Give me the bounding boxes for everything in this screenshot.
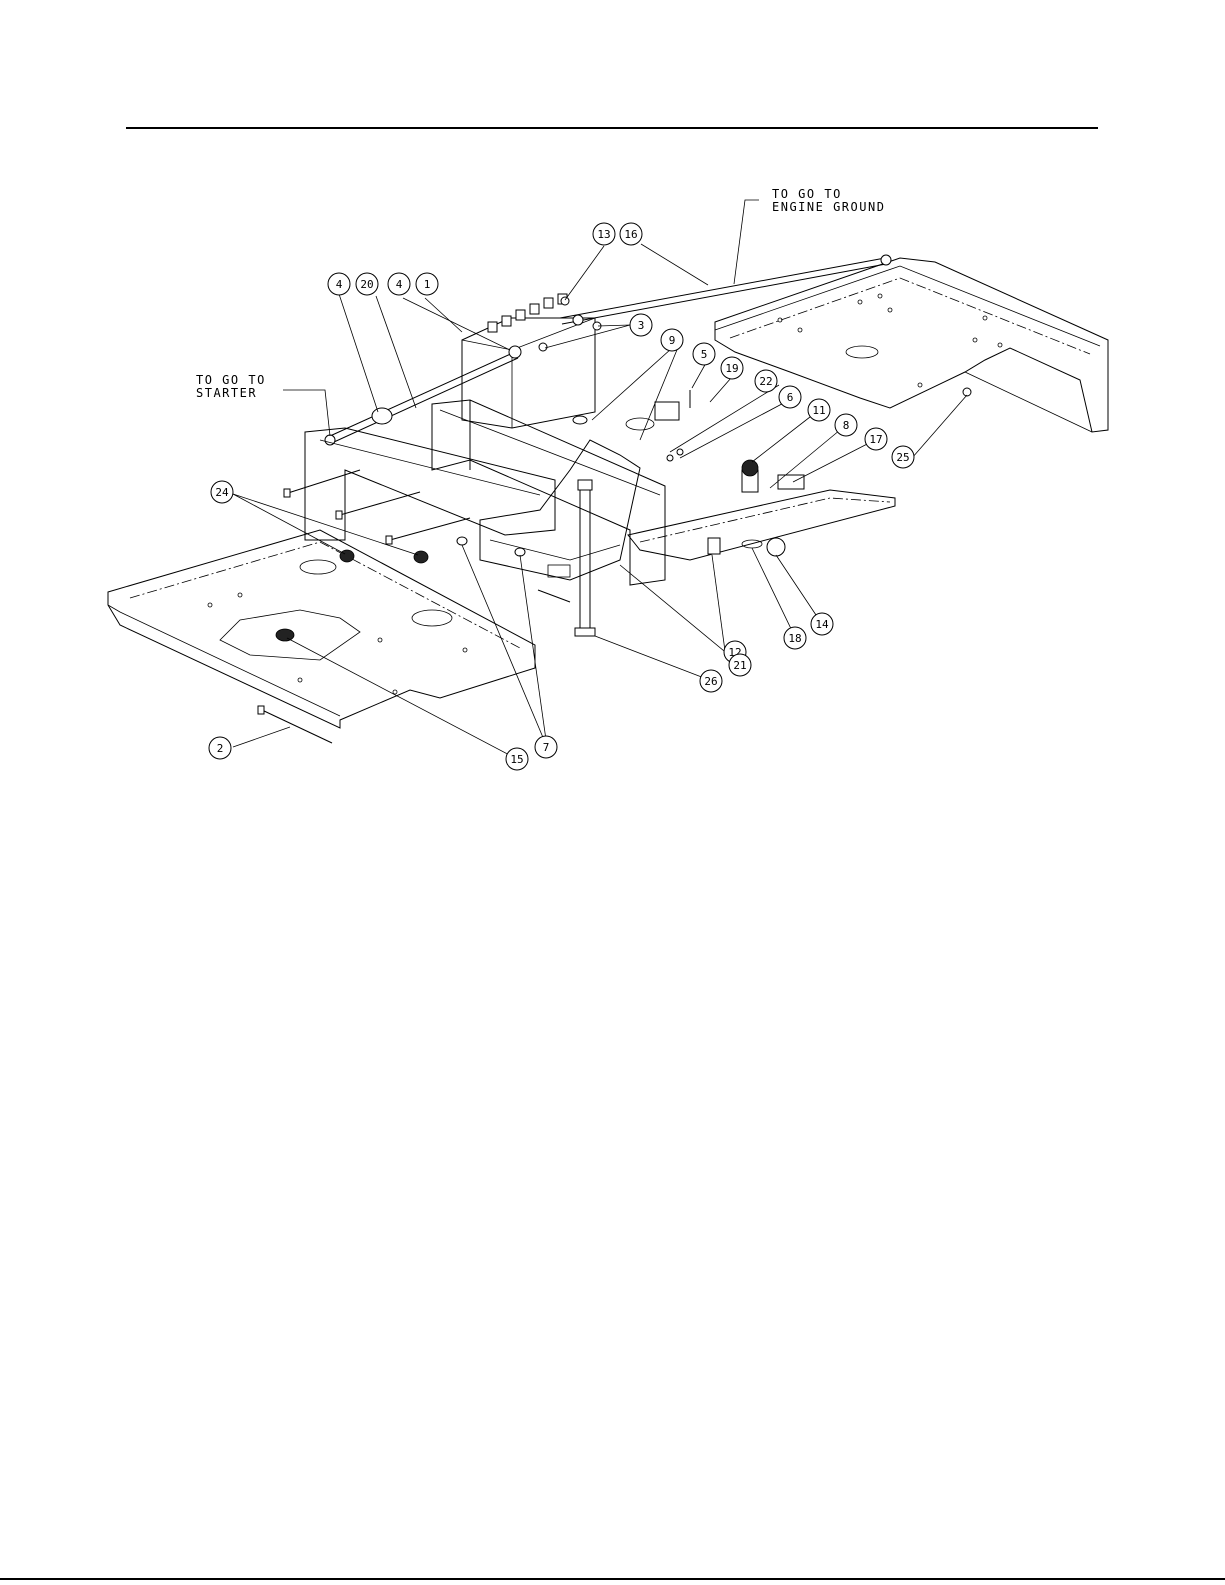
callout-label: 4 xyxy=(336,278,343,291)
callout-label: 17 xyxy=(869,433,882,446)
callout-3: 3 xyxy=(630,314,652,336)
callout-7: 7 xyxy=(535,736,557,758)
footer-rule xyxy=(0,1578,1225,1580)
note-engine-ground-line1: TO GO TO xyxy=(772,187,842,201)
callout-21: 21 xyxy=(729,654,751,676)
callout-4: 4 xyxy=(388,273,410,295)
callout-label: 9 xyxy=(669,334,676,347)
callout-16: 16 xyxy=(620,223,642,245)
callout-5: 5 xyxy=(693,343,715,365)
note-starter-line1: TO GO TO xyxy=(196,373,266,387)
callout-11: 11 xyxy=(808,399,830,421)
callout-19: 19 xyxy=(721,357,743,379)
callout-label: 19 xyxy=(725,362,738,375)
callout-label: 6 xyxy=(787,391,794,404)
callout-label: 8 xyxy=(843,419,850,432)
callout-17: 17 xyxy=(865,428,887,450)
callout-label: 16 xyxy=(624,228,637,241)
callout-label: 20 xyxy=(360,278,373,291)
callout-label: 13 xyxy=(597,228,610,241)
note-starter-line2: STARTER xyxy=(196,386,257,400)
callout-9: 9 xyxy=(661,329,683,351)
callout-label: 11 xyxy=(812,404,825,417)
grommets xyxy=(276,537,525,641)
rear-frame-plate xyxy=(715,258,1108,432)
callout-6: 6 xyxy=(779,386,801,408)
note-engine-ground-line2: ENGINE GROUND xyxy=(772,200,885,214)
callout-label: 21 xyxy=(733,659,746,672)
callout-22: 22 xyxy=(755,370,777,392)
callout-label: 5 xyxy=(701,348,708,361)
battery xyxy=(462,294,595,428)
callout-label: 26 xyxy=(704,675,717,688)
battery-cable-ground xyxy=(560,255,891,324)
callout-4: 4 xyxy=(328,273,350,295)
center-frame-bracket xyxy=(305,400,665,585)
cable-tie xyxy=(258,706,332,743)
callout-label: 1 xyxy=(424,278,431,291)
callout-1: 1 xyxy=(416,273,438,295)
callout-label: 4 xyxy=(396,278,403,291)
callout-15: 15 xyxy=(506,748,528,770)
callout-26: 26 xyxy=(700,670,722,692)
callout-label: 2 xyxy=(217,742,224,755)
callout-label: 18 xyxy=(788,632,801,645)
callout-20: 20 xyxy=(356,273,378,295)
callout-24: 24 xyxy=(211,481,233,503)
callout-8: 8 xyxy=(835,414,857,436)
callout-label: 24 xyxy=(215,486,229,499)
callout-18: 18 xyxy=(784,627,806,649)
callout-label: 14 xyxy=(815,618,829,631)
callout-label: 25 xyxy=(896,451,909,464)
callout-14: 14 xyxy=(811,613,833,635)
callout-label: 7 xyxy=(543,741,550,754)
callout-label: 3 xyxy=(638,319,645,332)
battery-tray xyxy=(480,440,640,580)
callout-2: 2 xyxy=(209,737,231,759)
callout-25: 25 xyxy=(892,446,914,468)
callout-label: 15 xyxy=(510,753,523,766)
callout-13: 13 xyxy=(593,223,615,245)
carriage-bolts xyxy=(284,470,570,602)
front-floor-plate xyxy=(108,530,535,728)
callout-label: 22 xyxy=(759,375,772,388)
